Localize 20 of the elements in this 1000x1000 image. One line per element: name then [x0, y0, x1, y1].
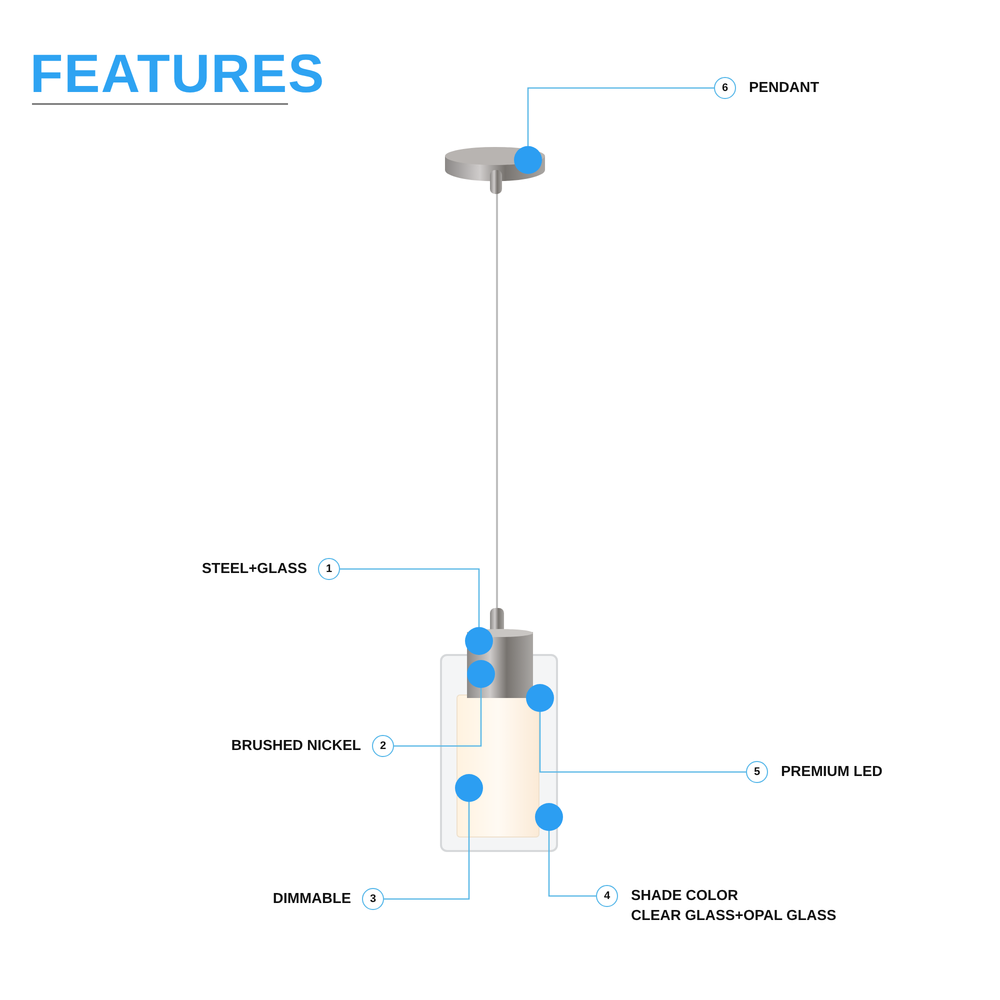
title: FEATURES: [30, 44, 326, 104]
feature-label: DIMMABLE: [272, 890, 351, 909]
callout-number: 6: [714, 77, 736, 99]
feature-label: PREMIUM LED: [781, 763, 882, 782]
callout-number: 4: [596, 885, 618, 907]
callout-number: 5: [746, 761, 768, 783]
marker-dot: [465, 627, 493, 655]
callout-number: 2: [372, 735, 394, 757]
leader-line: [527, 87, 714, 146]
leader-line: [394, 688, 482, 747]
leader-line: [340, 568, 480, 627]
callout-number: 1: [318, 558, 340, 580]
feature-label: BRUSHED NICKEL: [231, 737, 361, 756]
leader-line: [539, 712, 746, 773]
feature-label: SHADE COLOR CLEAR GLASS+OPAL GLASS: [631, 887, 836, 926]
callout-number: 3: [362, 888, 384, 910]
leader-line: [384, 802, 470, 900]
feature-label: PENDANT: [749, 79, 820, 98]
leader-line: [548, 831, 596, 897]
feature-label: STEEL+GLASS: [202, 560, 307, 579]
